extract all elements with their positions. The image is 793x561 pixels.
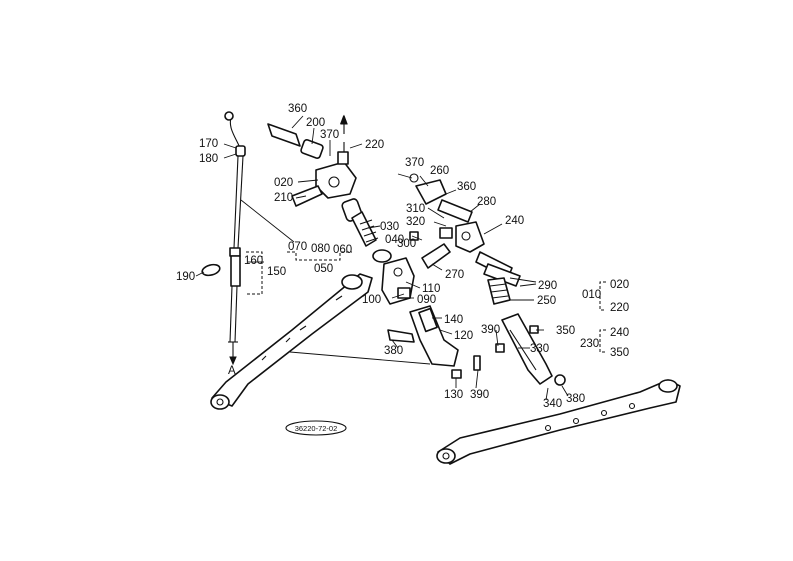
- drawing-number-stamp: 36220-72-02: [285, 420, 347, 436]
- pin-300: [409, 231, 419, 241]
- label-300: 300: [397, 238, 416, 250]
- label-360-right: 360: [457, 181, 476, 193]
- label-220: 220: [365, 139, 384, 151]
- label-380: 380: [384, 345, 403, 357]
- group-bracket-070-080-060: [287, 251, 352, 261]
- label-310: 310: [406, 203, 425, 215]
- label-020: 020: [274, 177, 293, 189]
- label-100: 100: [362, 294, 381, 306]
- label-360: 360: [288, 103, 307, 115]
- label-320: 320: [406, 216, 425, 228]
- label-250: 250: [537, 295, 556, 307]
- label-120: 120: [454, 330, 473, 342]
- label-370-right: 370: [405, 157, 424, 169]
- drawing-number: 36220-72-02: [295, 424, 338, 433]
- label-section-a-top: A: [340, 115, 348, 127]
- label-150: 150: [267, 266, 286, 278]
- label-section-a-bottom: A: [228, 365, 236, 377]
- label-040: 040: [385, 234, 404, 246]
- label-280: 280: [477, 196, 496, 208]
- group-bracket-010: [599, 281, 606, 311]
- nut-130: [451, 369, 462, 379]
- lower-link-left: [210, 273, 373, 410]
- leveling-screw-column: [351, 211, 459, 367]
- label-140: 140: [444, 314, 463, 326]
- callout-labels: 360 200 370 220 A 170 180 020 210 030 04…: [176, 103, 629, 410]
- group-bracket-230: [599, 329, 606, 353]
- upper-bracket-assembly: [267, 114, 363, 222]
- label-270: 270: [445, 269, 464, 281]
- label-190: 190: [176, 271, 195, 283]
- label-080: 080: [311, 243, 330, 255]
- label-260: 260: [430, 165, 449, 177]
- label-110: 110: [422, 283, 440, 295]
- label-030: 030: [380, 221, 399, 233]
- lower-link-right: [436, 379, 681, 465]
- label-group-010-220: 220: [610, 302, 629, 314]
- label-330: 330: [530, 343, 549, 355]
- label-210: 210: [274, 192, 293, 204]
- label-070: 070: [288, 241, 307, 253]
- label-380-right: 380: [566, 393, 585, 405]
- label-240: 240: [505, 215, 524, 227]
- right-lift-rod-assembly: [409, 173, 566, 386]
- label-390: 390: [481, 324, 500, 336]
- label-090: 090: [417, 294, 436, 306]
- label-390-lower: 390: [470, 389, 489, 401]
- label-060: 060: [333, 244, 352, 256]
- leader-lines: [195, 115, 569, 401]
- label-200: 200: [306, 117, 325, 129]
- label-130: 130: [444, 389, 463, 401]
- label-160: 160: [244, 255, 263, 267]
- label-group-010: 010: [582, 289, 601, 301]
- label-180: 180: [199, 153, 218, 165]
- label-370: 370: [320, 129, 339, 141]
- label-group-230-240: 240: [610, 327, 629, 339]
- label-170: 170: [199, 138, 218, 150]
- label-group-230: 230: [580, 338, 599, 350]
- label-350: 350: [556, 325, 575, 337]
- label-290: 290: [538, 280, 557, 292]
- label-group-230-350: 350: [610, 347, 629, 359]
- label-050: 050: [314, 263, 333, 275]
- label-group-010-020: 020: [610, 279, 629, 291]
- lift-rod-assembly: [201, 111, 263, 366]
- nut-390: [495, 343, 505, 353]
- label-340: 340: [543, 398, 562, 410]
